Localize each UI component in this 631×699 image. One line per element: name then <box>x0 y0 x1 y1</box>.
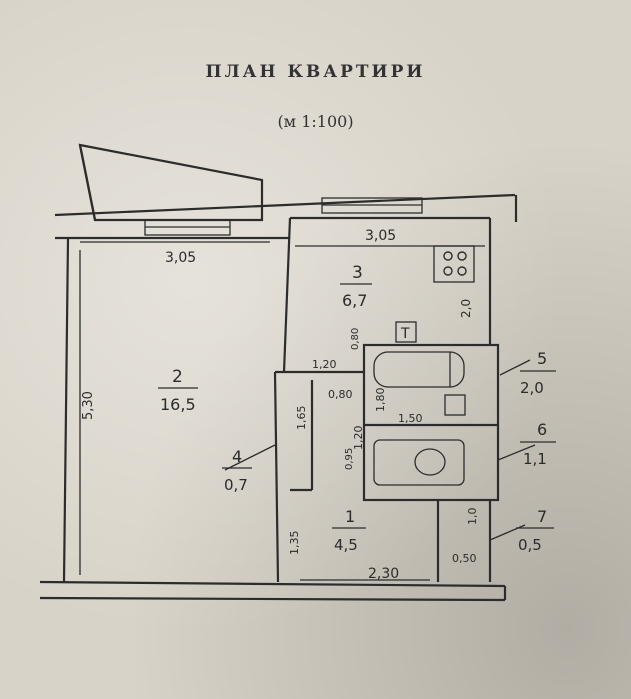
room-6-area: 1,1 <box>523 450 547 468</box>
room-3-number: 3 <box>352 263 363 283</box>
interior-walls <box>273 217 492 583</box>
room-2-number: 2 <box>172 367 183 387</box>
dim-room3-side: 2,0 <box>459 299 473 318</box>
dim-wall-150: 1,50 <box>398 412 423 425</box>
room-3-label: 3 6,7 <box>340 263 372 310</box>
plan-title: ПЛАН КВАРТИРИ <box>205 62 426 82</box>
stove-icon <box>433 245 475 283</box>
dim-closet-050: 0,50 <box>452 552 477 565</box>
room-4-number: 4 <box>232 447 242 466</box>
dim-room2-height: 5,30 <box>81 391 96 420</box>
room-5-number: 5 <box>537 349 547 368</box>
room-7-number: 7 <box>537 507 547 526</box>
balcony-outline <box>78 143 264 222</box>
room-4-area: 0,7 <box>224 476 248 494</box>
window-kitchen <box>321 197 423 214</box>
dim-room3-top-width: 3,05 <box>365 228 396 244</box>
room-6-label: 6 1,1 <box>520 420 556 468</box>
plan-scale: (м 1:100) <box>277 112 354 131</box>
dim-wall-180: 1,80 <box>374 388 387 413</box>
dim-wall-165: 1,65 <box>295 406 308 431</box>
outer-walls <box>39 193 518 602</box>
room-7-label: 7 0,5 <box>516 507 554 554</box>
room-6-number: 6 <box>537 420 547 439</box>
room-1-number: 1 <box>345 507 355 526</box>
dim-bottom-width: 2,30 <box>368 566 399 582</box>
door-swings <box>224 359 536 541</box>
room-3-area: 6,7 <box>342 291 367 310</box>
window-room2 <box>144 219 231 236</box>
dim-wall-095: 0,95 <box>344 448 355 470</box>
bathroom-block <box>362 343 500 502</box>
room-4-label: 4 0,7 <box>222 447 252 494</box>
dim-corridor-135: 1,35 <box>288 531 301 556</box>
refrigerator-label: Т <box>400 326 410 342</box>
dim-wall-120: 1,20 <box>312 358 337 371</box>
dim-wall-120b: 1,20 <box>352 426 365 451</box>
room-1-label: 1 4,5 <box>332 507 366 554</box>
room-2-area: 16,5 <box>160 395 196 414</box>
dimension-lines <box>79 241 485 581</box>
dim-room2-top-width: 3,05 <box>165 250 196 266</box>
room-7-area: 0,5 <box>518 536 542 554</box>
room-1-area: 4,5 <box>334 536 358 554</box>
refrigerator-icon <box>395 321 417 343</box>
dim-wall-080: 0,80 <box>328 388 353 401</box>
room-5-area: 2,0 <box>520 379 544 397</box>
dim-closet-100: 1,0 <box>466 508 479 526</box>
room-2-label: 2 16,5 <box>158 367 198 414</box>
room-5-label: 5 2,0 <box>520 349 556 397</box>
dim-wall-035: 0,80 <box>350 328 361 350</box>
